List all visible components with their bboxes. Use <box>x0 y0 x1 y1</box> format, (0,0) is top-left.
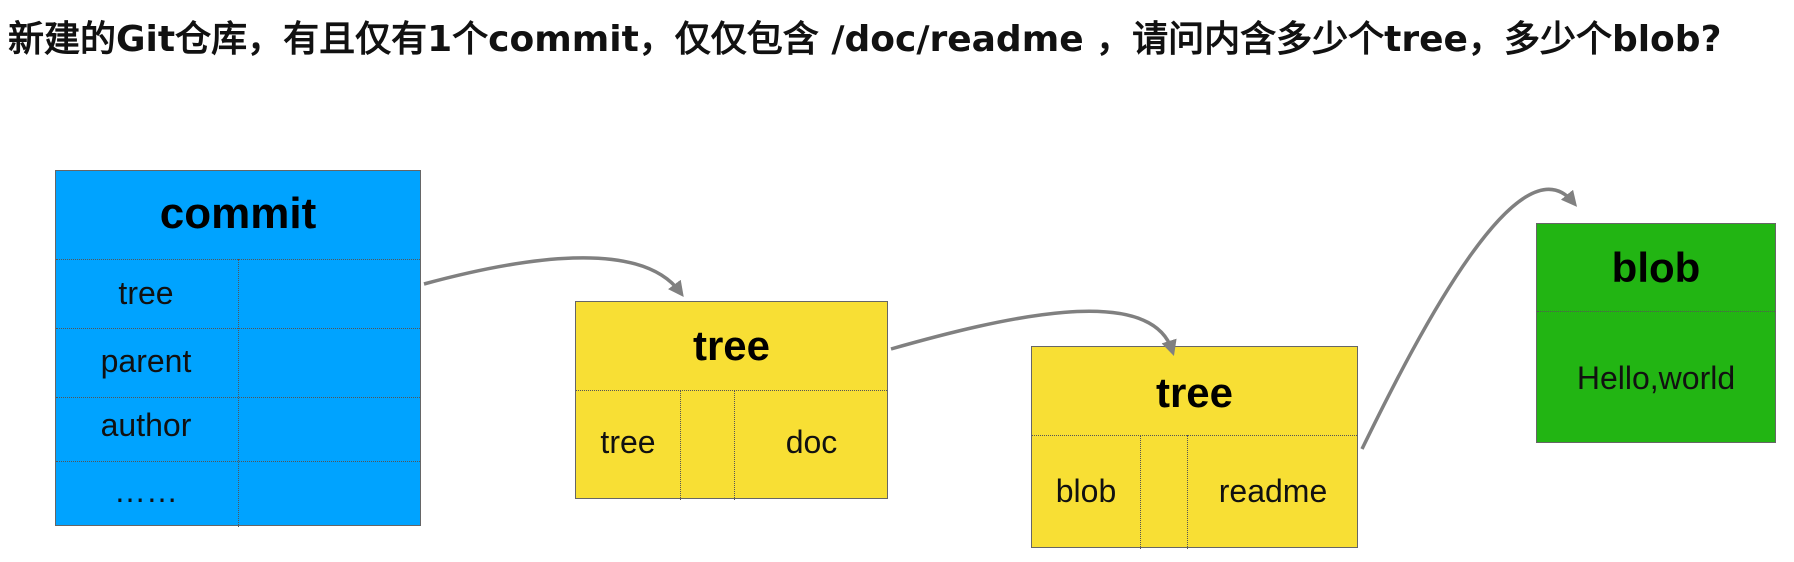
tree-doc-column-divider <box>1187 435 1188 549</box>
tree-root-entry-name: doc <box>785 424 838 460</box>
tree-root-divider <box>576 390 887 391</box>
arrow-tree-to-tree <box>890 309 1177 356</box>
commit-field-author: author <box>100 407 192 443</box>
commit-column-divider <box>238 259 239 527</box>
arrow-commit-to-tree <box>423 256 684 298</box>
tree-doc-divider <box>1032 435 1357 436</box>
tree-root-column-divider <box>680 390 681 500</box>
commit-title: commit <box>159 189 317 238</box>
tree-root-title: tree <box>692 322 771 369</box>
tree-root-column-divider <box>734 390 735 500</box>
blob-content: Hello,world <box>1576 360 1736 396</box>
tree-root-entry-type: tree <box>600 424 656 460</box>
commit-object: commit tree parent author …… <box>55 170 421 527</box>
tree-object-root: tree tree doc <box>575 301 888 500</box>
tree-doc-title: tree <box>1155 369 1234 416</box>
tree-object-doc: tree blob readme <box>1031 346 1358 549</box>
blob-object: blob Hello,world <box>1536 223 1776 443</box>
commit-field-parent: parent <box>100 343 192 379</box>
tree-doc-column-divider <box>1140 435 1141 549</box>
tree-doc-entry-type: blob <box>1055 473 1117 509</box>
blob-divider <box>1537 311 1775 312</box>
question-text: 新建的Git仓库，有且仅有1个commit，仅仅包含 /doc/readme ，… <box>8 19 1722 60</box>
commit-field-more: …… <box>114 473 178 509</box>
commit-field-tree: tree <box>118 275 174 311</box>
blob-title: blob <box>1611 244 1701 291</box>
tree-doc-entry-name: readme <box>1218 473 1328 509</box>
